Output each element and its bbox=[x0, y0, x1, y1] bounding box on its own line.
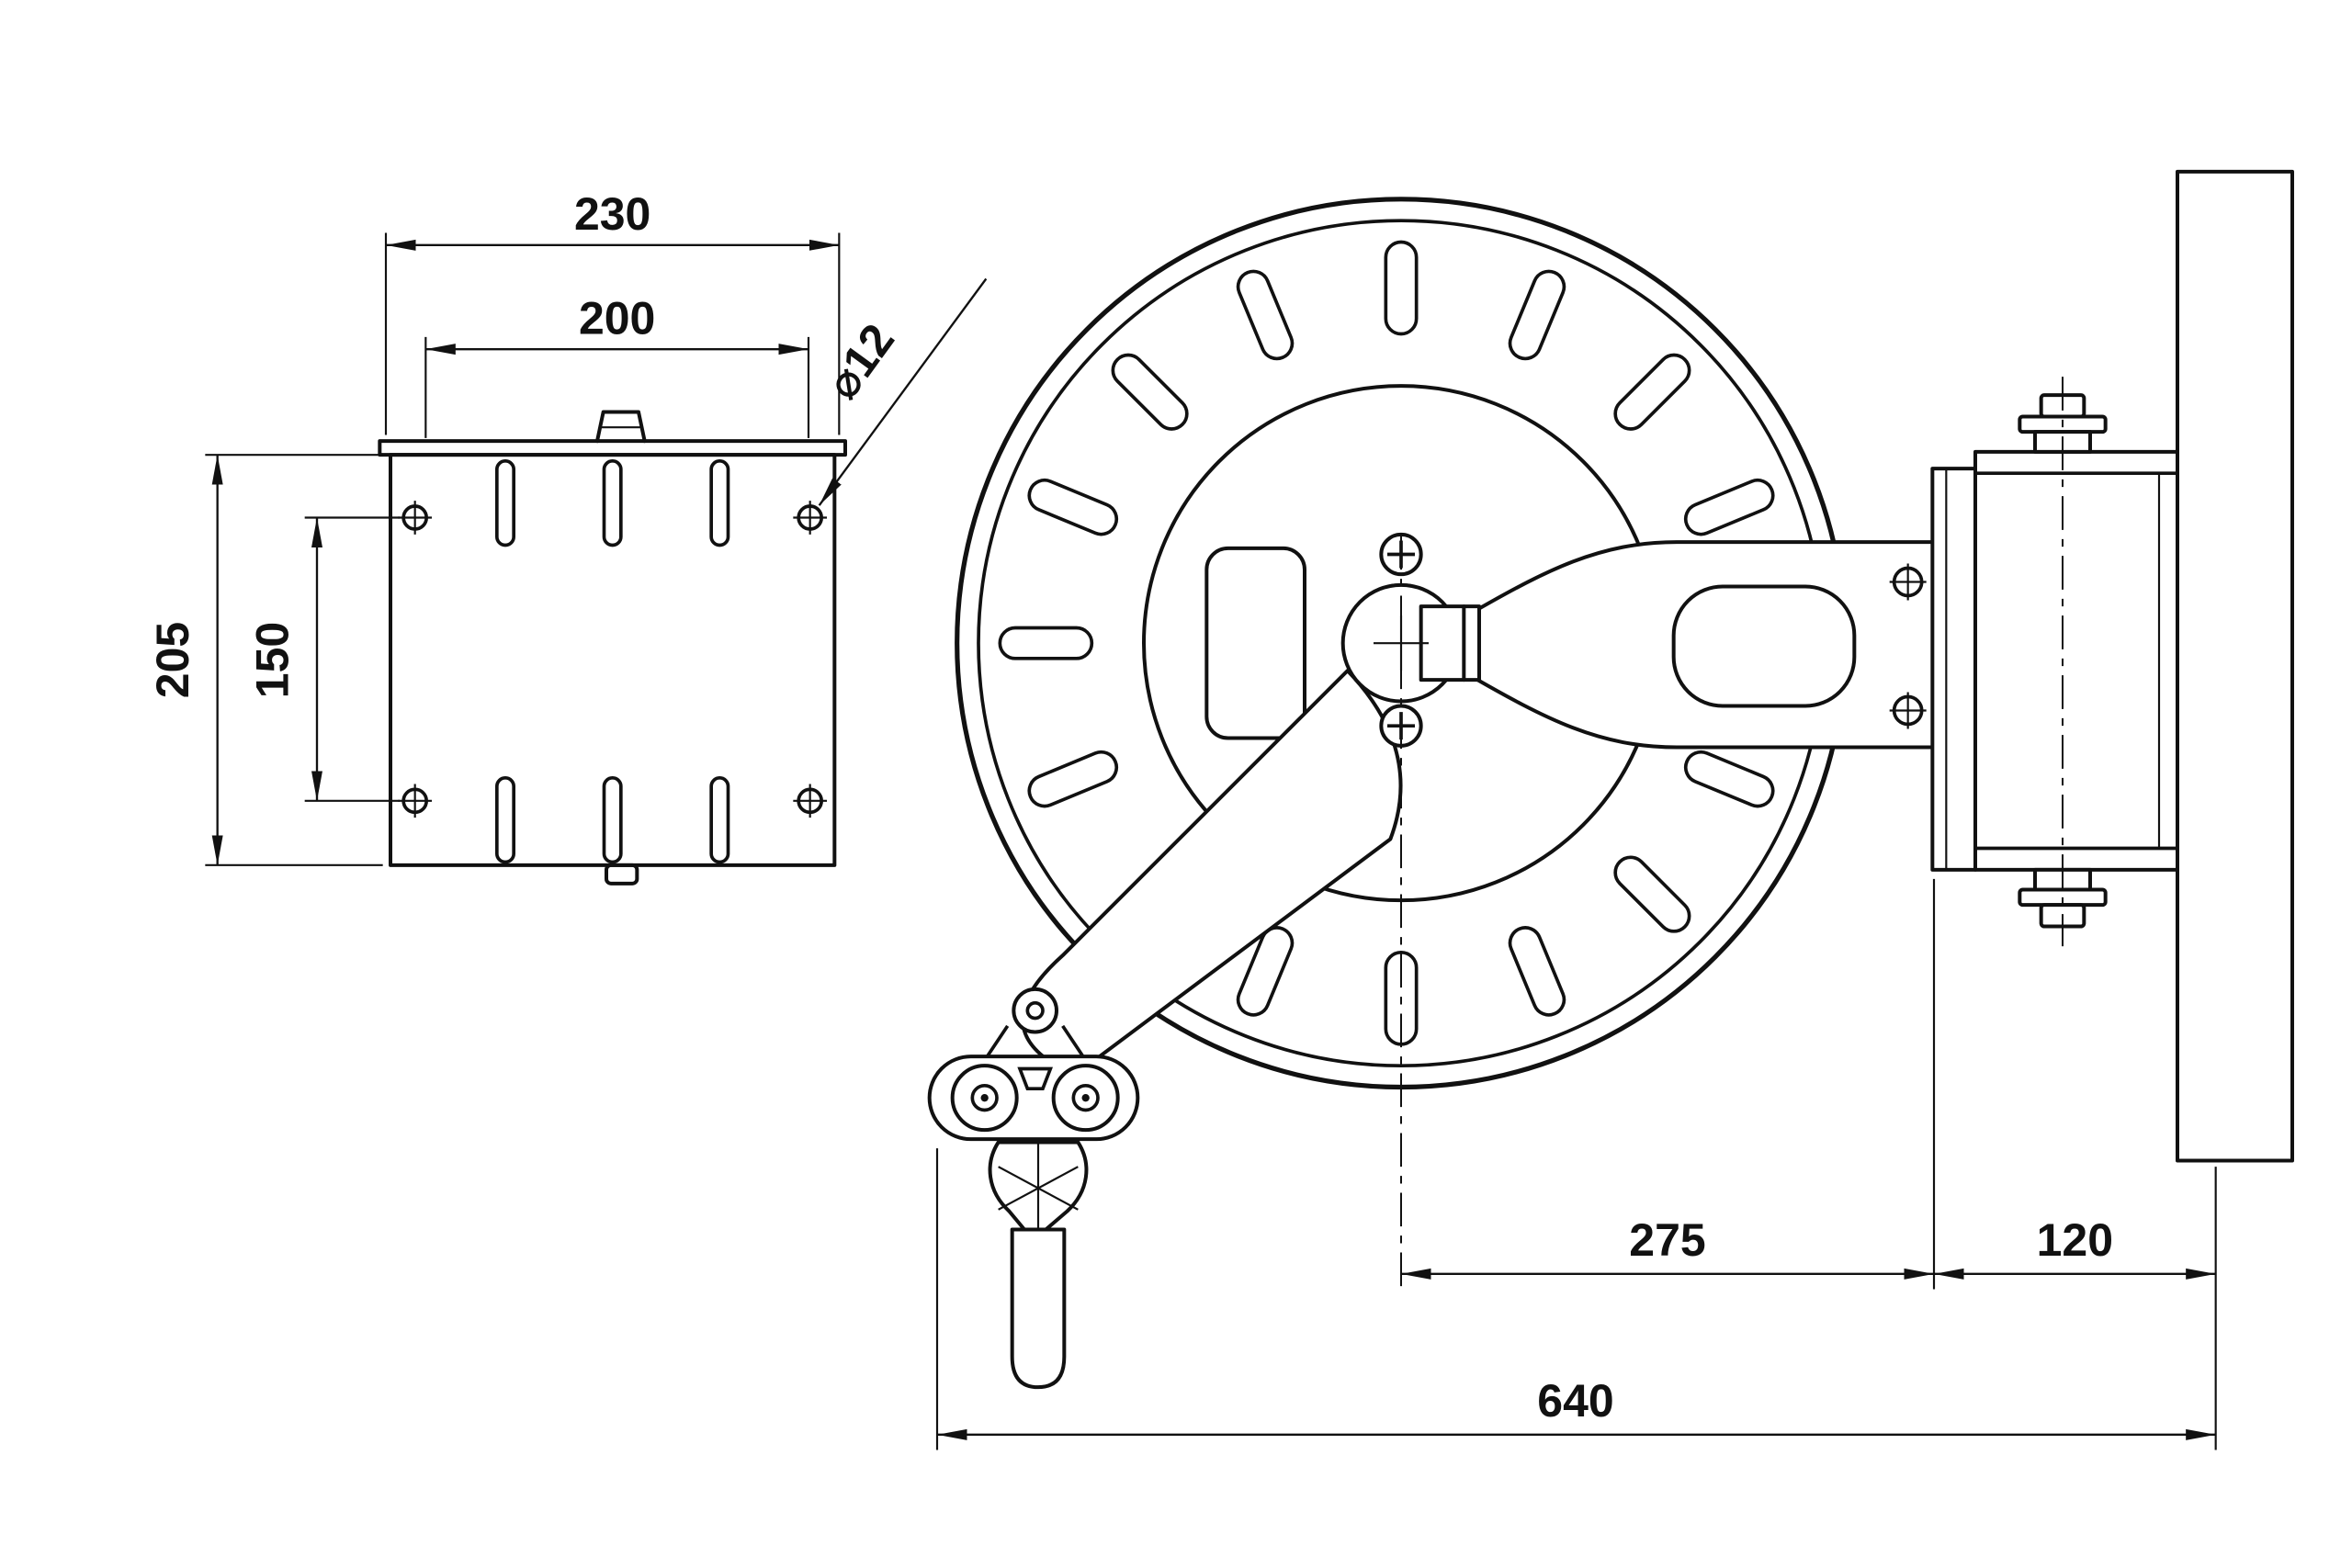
dim-label-center-to-bracket: 275 bbox=[1629, 1214, 1705, 1266]
plate-slot bbox=[602, 776, 623, 864]
dim-label-hole-diameter: ⌀12 bbox=[816, 314, 904, 408]
guide-arm-pivot bbox=[1012, 987, 1058, 1034]
support-arm-cutout bbox=[1671, 584, 1857, 708]
support-arm bbox=[1464, 540, 1936, 750]
drum-window bbox=[1204, 546, 1306, 740]
plate-dimensions: 230 200 205 150 ⌀12 bbox=[147, 188, 988, 866]
wall-bracket bbox=[1930, 377, 2179, 947]
layout-dimensions: 275 120 640 bbox=[935, 878, 2217, 1450]
plate-flange bbox=[378, 439, 848, 457]
dim-label-plate-width: 230 bbox=[574, 188, 650, 240]
plate-holes bbox=[398, 501, 827, 818]
dim-label-plate-hole-span: 150 bbox=[246, 622, 298, 698]
dim-label-plate-height: 205 bbox=[147, 622, 198, 698]
guide-mouth bbox=[1017, 1066, 1054, 1091]
bracket-box bbox=[1973, 449, 2179, 872]
hose bbox=[1010, 1227, 1067, 1390]
hub-fitting bbox=[1419, 604, 1482, 682]
ext-lines-230 bbox=[384, 232, 841, 435]
dim-label-overall-depth: 640 bbox=[1537, 1375, 1613, 1427]
ext-lines-150 bbox=[304, 516, 400, 802]
ext-lines-bottom bbox=[935, 878, 2217, 1450]
plate-bottom-tab bbox=[605, 863, 639, 886]
plate-slot bbox=[709, 459, 730, 547]
support-arm-body bbox=[1464, 540, 1936, 750]
bracket-box-inner bbox=[1975, 471, 2177, 851]
ext-lines-205 bbox=[205, 454, 383, 866]
wall bbox=[2176, 169, 2294, 1163]
mounting-plate-view bbox=[378, 410, 848, 886]
plate-slot bbox=[495, 459, 515, 547]
hose-guide-arm bbox=[927, 669, 1403, 1390]
guide-arm-pivot-center bbox=[1025, 1001, 1045, 1021]
plate-top-tab bbox=[595, 410, 647, 444]
dim-label-plate-slot-span: 200 bbox=[579, 293, 655, 344]
guide-arm-links bbox=[984, 1024, 1086, 1059]
plate-slot bbox=[602, 459, 623, 547]
hose-swivel-detail bbox=[998, 1142, 1079, 1230]
leader-hole-diameter bbox=[818, 277, 988, 506]
plate-slot bbox=[709, 776, 730, 864]
ext-lines-200 bbox=[424, 336, 810, 438]
bracket-plate bbox=[1930, 467, 1978, 872]
dim-label-bracket-to-wall: 120 bbox=[2037, 1214, 2113, 1266]
plate-slot bbox=[495, 776, 515, 864]
